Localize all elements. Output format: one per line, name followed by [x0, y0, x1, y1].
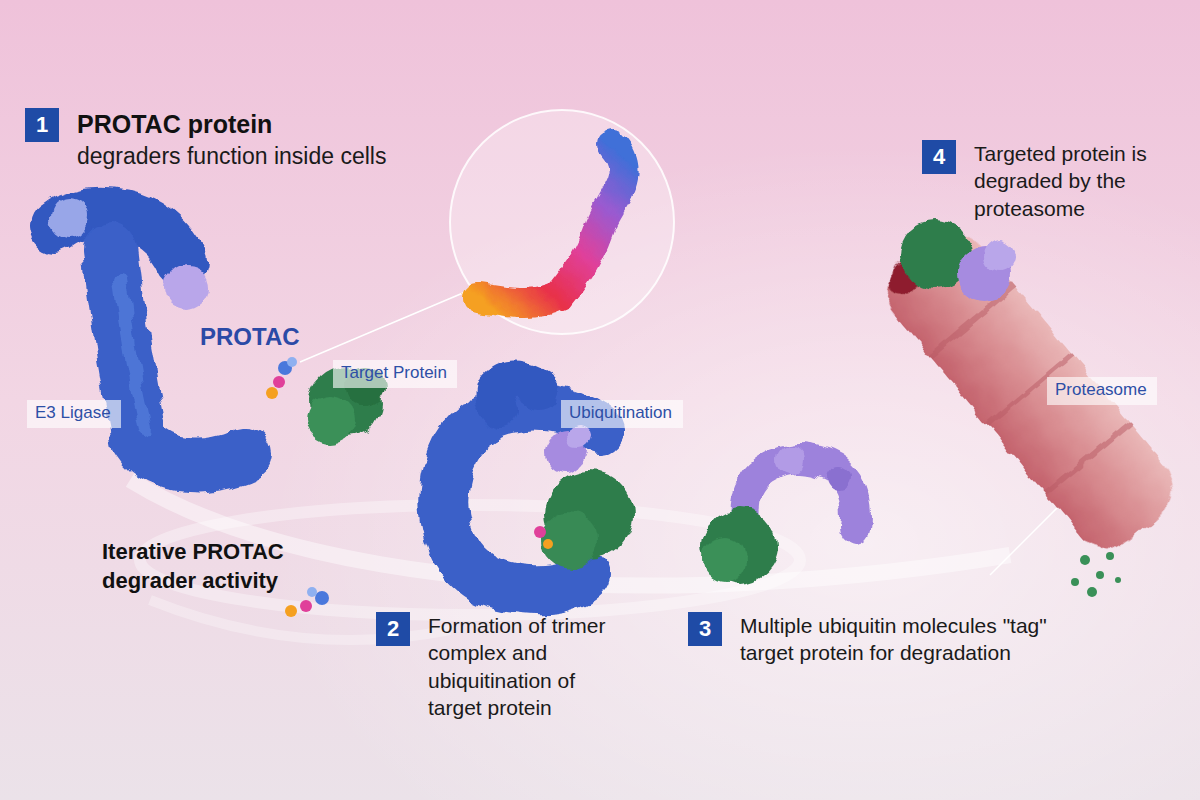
molecule-atom — [285, 605, 297, 617]
molecule-atom — [307, 587, 317, 597]
part-label: Target Protein — [333, 360, 457, 388]
protac-molecule — [266, 357, 297, 399]
part-label: E3 Ligase — [27, 400, 121, 428]
protac-molecule-zoomed — [478, 145, 624, 303]
part-label: Proteasome — [1047, 377, 1157, 405]
fragment — [1096, 571, 1104, 579]
step-text: Formation of trimer complex and ubiquiti… — [428, 612, 626, 721]
molecule-atom — [315, 591, 329, 605]
fragment — [1115, 577, 1121, 583]
ubiquitin-blob — [984, 240, 1016, 272]
protac-molecule — [534, 526, 553, 549]
part-name: E3 Ligase — [35, 403, 111, 423]
step-callout: 1 PROTAC proteindegraders function inside… — [25, 108, 495, 172]
fragment — [1087, 587, 1097, 597]
callout-number: 4 — [922, 140, 956, 174]
protac-molecule — [285, 587, 329, 617]
step-text: Targeted protein is degraded by the prot… — [974, 140, 1192, 222]
proteasome-ring — [1046, 424, 1130, 495]
fragment — [1080, 555, 1090, 565]
molecule-atom — [300, 600, 312, 612]
ligase-body — [110, 250, 245, 465]
step-heading: PROTAC protein — [77, 108, 495, 141]
ligase-cap — [50, 198, 90, 238]
peptide-fragments — [1071, 552, 1121, 597]
callout-number: 3 — [688, 612, 722, 646]
molecule-atom — [543, 539, 553, 549]
step-text: Multiple ubiquitin molecules "tag" targe… — [740, 612, 1048, 667]
ubiquitinated-protein-figure — [702, 446, 856, 584]
ubiquitin-blob — [776, 446, 804, 474]
molecule-atom — [266, 387, 278, 399]
part-name: Target Protein — [341, 363, 447, 383]
adaptor-protein — [164, 266, 208, 310]
process-note: Iterative PROTAC degrader activity — [102, 538, 352, 595]
entering-protein-figure — [900, 220, 1016, 301]
molecule-atom — [273, 376, 285, 388]
step-callout: 3 Multiple ubiquitin molecules "tag" targ… — [688, 612, 1048, 667]
step-callout: 4 Targeted protein is degraded by the pro… — [922, 140, 1192, 222]
ubiquitin-blob — [825, 465, 851, 491]
proteasome-figure — [870, 214, 1188, 563]
ligase-lobe — [495, 380, 540, 410]
ligase-highlight — [120, 280, 145, 430]
protein-blob — [703, 538, 747, 582]
protein-blob — [306, 396, 354, 444]
callout-number: 1 — [25, 108, 59, 142]
molecule-atom — [287, 357, 297, 367]
protein-blob — [542, 512, 598, 568]
zoom-lens — [450, 110, 674, 334]
part-name: Proteasome — [1055, 380, 1147, 400]
molecule-atom — [534, 526, 546, 538]
part-name: Ubiquitination — [569, 403, 672, 423]
fragment — [1071, 578, 1079, 586]
step-text: degraders function inside cells — [77, 141, 495, 172]
molecule-label: PROTAC — [200, 323, 360, 351]
zoom-leader-line — [300, 290, 470, 362]
proteasome-leader-line — [990, 505, 1060, 575]
part-label: Ubiquitination — [561, 400, 683, 428]
proteasome-body — [872, 217, 1188, 563]
step-callout: 2 Formation of trimer complex and ubiquit… — [376, 612, 626, 721]
fragment — [1106, 552, 1114, 560]
protein-blob — [702, 508, 778, 584]
callout-number: 2 — [376, 612, 410, 646]
